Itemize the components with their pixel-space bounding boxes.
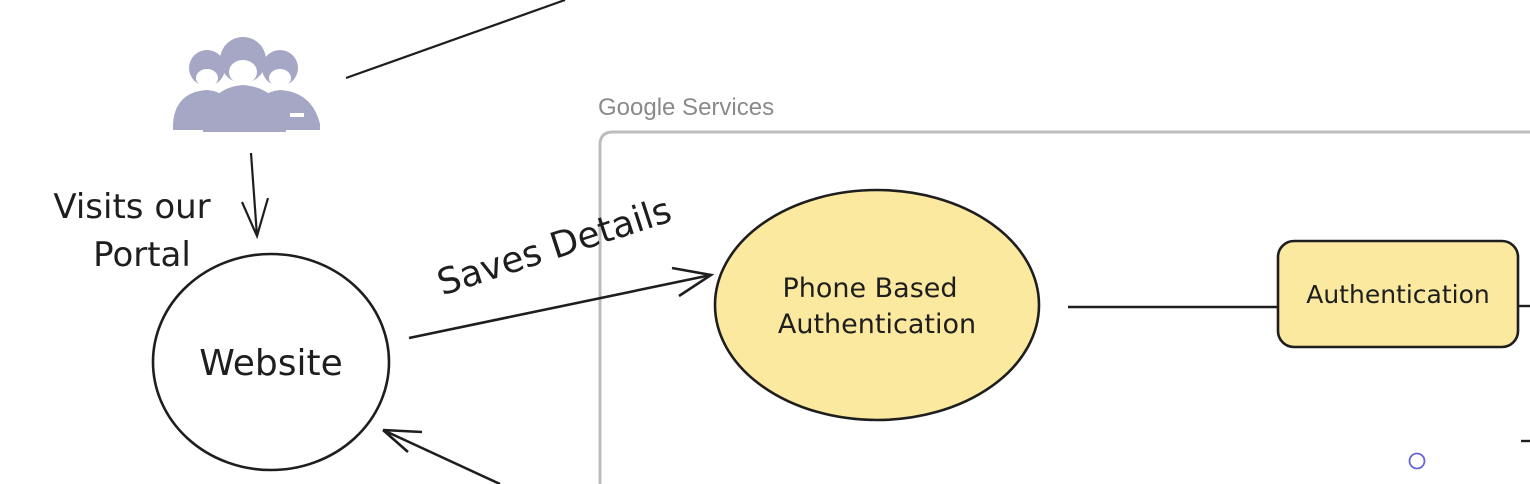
authentication-label: Authentication [1306, 280, 1490, 309]
visits-portal-arrow[interactable] [240, 152, 270, 240]
saves-details-label: Saves Details [432, 190, 676, 304]
visits-portal-label-line1: Visits our [53, 187, 210, 227]
visits-portal-label-line2: Portal [93, 235, 191, 275]
phone-auth-node[interactable] [713, 188, 1041, 422]
saves-details-arrow[interactable] [408, 266, 715, 340]
google-services-frame[interactable] [598, 130, 1530, 484]
rotate-handle[interactable] [1408, 452, 1426, 470]
phone-auth-label-line1: Phone Based [782, 273, 957, 304]
website-node[interactable] [151, 252, 391, 472]
phone-auth-label-line2: Authentication [778, 309, 976, 340]
users-group-icon[interactable] [173, 37, 320, 132]
users-outgoing-line[interactable] [345, 0, 566, 80]
incoming-bottom-arrow[interactable] [382, 428, 501, 484]
authentication-node[interactable] [1276, 239, 1520, 349]
website-label: Website [199, 343, 343, 384]
frame-title: Google Services [598, 94, 775, 121]
